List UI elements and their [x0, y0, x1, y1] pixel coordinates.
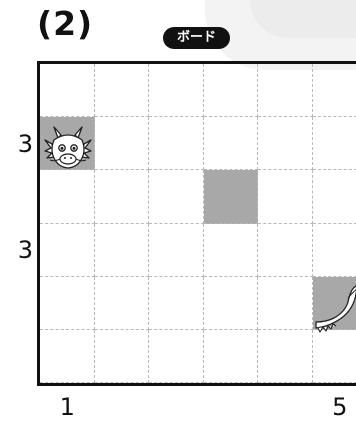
- board-cell-shaded[interactable]: [204, 170, 259, 223]
- board-cell[interactable]: [313, 170, 356, 223]
- board-cell[interactable]: [313, 117, 356, 170]
- board-cell[interactable]: [313, 224, 356, 277]
- board-cell[interactable]: [204, 330, 259, 383]
- board-cell[interactable]: [258, 64, 313, 117]
- puzzle-board: [37, 61, 356, 386]
- row-clue: 3: [9, 130, 33, 158]
- board-cell[interactable]: [258, 277, 313, 330]
- board-cell[interactable]: [95, 117, 150, 170]
- board-cell[interactable]: [149, 64, 204, 117]
- board-cell[interactable]: [313, 64, 356, 117]
- column-clue: 1: [55, 393, 79, 421]
- board-cell[interactable]: [149, 170, 204, 223]
- board-cell[interactable]: [40, 170, 95, 223]
- board-grid: [40, 64, 356, 383]
- board-cell[interactable]: [95, 224, 150, 277]
- board-cell[interactable]: [149, 117, 204, 170]
- board-cell[interactable]: [40, 224, 95, 277]
- board-cell[interactable]: [313, 330, 356, 383]
- board-cell[interactable]: [204, 64, 259, 117]
- board-tag: ボード: [163, 27, 230, 49]
- board-cell[interactable]: [258, 224, 313, 277]
- board-cell[interactable]: [204, 224, 259, 277]
- board-cell[interactable]: [95, 170, 150, 223]
- board-cell[interactable]: [204, 117, 259, 170]
- row-clue: 3: [9, 236, 33, 264]
- board-cell[interactable]: [40, 277, 95, 330]
- board-cell[interactable]: [149, 330, 204, 383]
- column-clue: 5: [328, 393, 352, 421]
- board-cell[interactable]: [204, 277, 259, 330]
- board-cell[interactable]: [95, 277, 150, 330]
- board-cell[interactable]: [95, 64, 150, 117]
- board-cell[interactable]: [40, 64, 95, 117]
- board-cell[interactable]: [258, 117, 313, 170]
- board-cell[interactable]: [258, 170, 313, 223]
- board-cell[interactable]: [40, 330, 95, 383]
- board-cell[interactable]: [149, 277, 204, 330]
- board-cell[interactable]: [95, 330, 150, 383]
- dragon-tail-icon: [312, 282, 356, 334]
- board-cell[interactable]: [149, 224, 204, 277]
- puzzle-number: (2): [37, 4, 93, 44]
- board-cell[interactable]: [258, 330, 313, 383]
- dragon-head-icon: [44, 124, 92, 172]
